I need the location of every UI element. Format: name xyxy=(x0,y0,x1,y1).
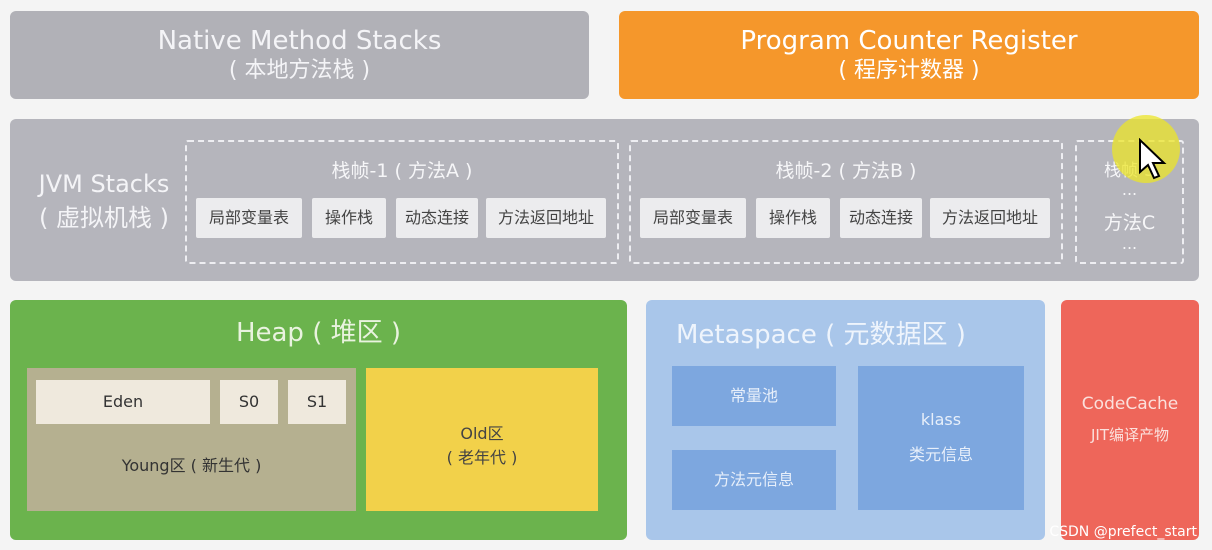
frame-3-dots-top: ... xyxy=(1121,180,1138,199)
stack-frame-2: 栈帧-2 ( 方法B ) 局部变量表 操作栈 动态连接 方法返回地址 xyxy=(629,140,1063,264)
survivor-s0: S0 xyxy=(220,380,278,424)
eden-space: Eden xyxy=(36,380,210,424)
codecache-sub: JIT编译产物 xyxy=(1090,426,1169,444)
survivor-s1: S1 xyxy=(288,380,346,424)
frame-3-dots-bottom: ... xyxy=(1121,234,1138,253)
old-generation: Old区 ( 老年代 ) xyxy=(366,368,598,511)
mouse-cursor-icon xyxy=(1139,138,1167,180)
old-label-zh: ( 老年代 ) xyxy=(446,448,518,467)
old-label-en: Old区 xyxy=(460,424,504,443)
native-title-zh: ( 本地方法栈 ) xyxy=(228,58,371,83)
frame-3-method: 方法C xyxy=(1103,212,1156,234)
stack-frame-1: 栈帧-1 ( 方法A ) 局部变量表 操作栈 动态连接 方法返回地址 xyxy=(185,140,619,264)
frame-2-dynamic-link: 动态连接 xyxy=(840,198,922,238)
codecache-title: CodeCache xyxy=(1081,394,1179,414)
jvm-stacks: JVM Stacks ( 虚拟机栈 ) 栈帧-1 ( 方法A ) 局部变量表 操… xyxy=(10,119,1199,281)
jvm-title-en: JVM Stacks xyxy=(38,170,170,198)
young-generation: Eden S0 S1 Young区 ( 新生代 ) xyxy=(27,368,356,511)
pcr-title-zh: ( 程序计数器 ) xyxy=(838,58,980,83)
watermark: CSDN @prefect_start xyxy=(1049,524,1197,540)
frame-1-return-address: 方法返回地址 xyxy=(486,198,606,238)
program-counter-register: Program Counter Register ( 程序计数器 ) xyxy=(619,11,1199,99)
klass-label-zh: 类元信息 xyxy=(908,445,973,464)
frame-1-local-vars: 局部变量表 xyxy=(196,198,302,238)
jvm-stacks-label: JVM Stacks ( 虚拟机栈 ) xyxy=(18,167,190,235)
pcr-title-en: Program Counter Register xyxy=(740,26,1078,56)
method-metadata: 方法元信息 xyxy=(672,450,836,510)
klass-label: klass xyxy=(920,410,962,429)
jvm-title-zh: ( 虚拟机栈 ) xyxy=(39,204,169,232)
frame-1-operand-stack: 操作栈 xyxy=(312,198,386,238)
young-label: Young区 ( 新生代 ) xyxy=(121,456,262,475)
frame-1-dynamic-link: 动态连接 xyxy=(396,198,478,238)
code-cache: CodeCache JIT编译产物 xyxy=(1061,300,1199,540)
frame-2-local-vars: 局部变量表 xyxy=(640,198,746,238)
frame-2-title: 栈帧-2 ( 方法B ) xyxy=(775,160,917,182)
frame-2-operand-stack: 操作栈 xyxy=(756,198,830,238)
metaspace-title: Metaspace ( 元数据区 ) xyxy=(676,320,966,350)
native-title-en: Native Method Stacks xyxy=(157,26,442,56)
metaspace: Metaspace ( 元数据区 ) 常量池 方法元信息 klass 类元信息 xyxy=(646,300,1045,540)
constant-pool: 常量池 xyxy=(672,366,836,426)
klass-metadata: klass 类元信息 xyxy=(858,366,1024,510)
frame-1-title: 栈帧-1 ( 方法A ) xyxy=(331,160,473,182)
heap-title: Heap ( 堆区 ) xyxy=(235,318,402,348)
frame-2-return-address: 方法返回地址 xyxy=(930,198,1050,238)
native-method-stacks: Native Method Stacks ( 本地方法栈 ) xyxy=(10,11,589,99)
